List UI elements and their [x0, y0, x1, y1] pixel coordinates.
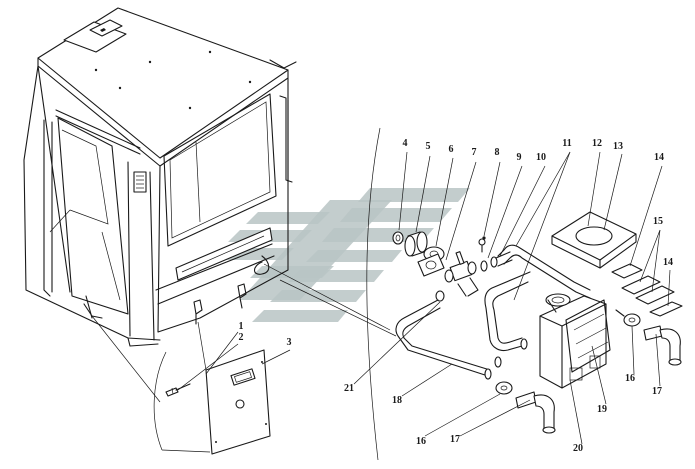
callout-label-l14a: 14: [654, 152, 664, 163]
part-16-gasket-left: [495, 381, 513, 395]
callout-label-l4: 4: [403, 138, 408, 149]
callout-label-l17b: 17: [450, 434, 460, 445]
callout-label-l12: 12: [592, 138, 602, 149]
leader-lines: [91, 127, 671, 461]
part-15-strip-a: [621, 275, 661, 295]
watermark-logo: [210, 188, 470, 322]
callout-label-l16a: 16: [625, 373, 635, 384]
cab-front-face: [157, 77, 289, 333]
callout-label-l21: 21: [344, 383, 354, 394]
callout-label-l19: 19: [597, 404, 607, 415]
callout-label-l20: 20: [573, 443, 583, 454]
part-17-fitting-right: [643, 325, 663, 341]
part-8-bolt: [478, 238, 486, 246]
callout-label-l13: 13: [613, 141, 623, 152]
part-19-radiator-frame: [565, 299, 611, 373]
part-4-bushing: [392, 231, 404, 245]
part-18-pipe: [395, 299, 489, 377]
part-7-flange: [417, 253, 445, 277]
callout-label-l2: 2: [239, 332, 244, 343]
cab-assembly: [23, 7, 297, 347]
callout-label-l10: 10: [536, 152, 546, 163]
callout-label-l8: 8: [495, 147, 500, 158]
access-panel-group: [165, 349, 271, 455]
callout-label-l17a: 17: [652, 386, 662, 397]
callout-label-l3: 3: [287, 337, 292, 348]
part-14-strip-lower: [649, 301, 683, 317]
callout-label-l5: 5: [426, 141, 431, 152]
callout-label-l1: 1: [239, 321, 244, 332]
cab-left-wall: [23, 65, 161, 341]
callout-label-l9: 9: [517, 152, 522, 163]
part-15-strip-b: [635, 285, 675, 305]
part-11-pipe: [497, 244, 591, 291]
part-14-strip-upper: [611, 263, 643, 279]
part-16-gasket-right: [623, 313, 641, 327]
callout-label-l18: 18: [392, 395, 402, 406]
callout-label-l11: 11: [562, 138, 571, 149]
callout-label-l14b: 14: [663, 257, 673, 268]
callout-label-l6: 6: [449, 144, 454, 155]
callout-label-l16b: 16: [416, 436, 426, 447]
callout-label-l15: 15: [653, 216, 663, 227]
callout-label-l7: 7: [472, 147, 477, 158]
